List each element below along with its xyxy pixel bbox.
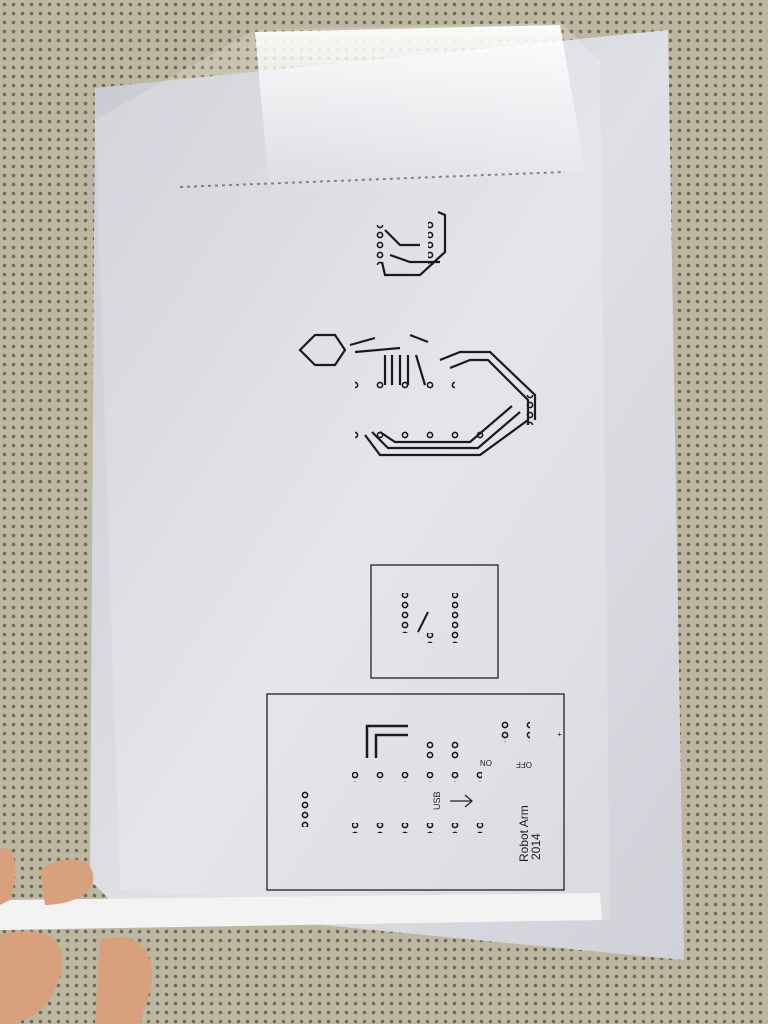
board-year: 2014 <box>529 833 543 860</box>
glare <box>255 25 585 195</box>
pcb-trace-large <box>298 333 545 457</box>
usb-label: USB <box>432 791 442 810</box>
pcb-board-sensor <box>370 564 499 679</box>
pcb-board-main: USB ON OFF + Robot Arm 2014 <box>266 693 565 891</box>
off-label: OFF <box>516 760 532 769</box>
hand <box>0 848 152 1024</box>
pcb-trace-small <box>375 210 447 277</box>
transparency-film <box>95 22 610 920</box>
on-label: ON <box>480 758 492 767</box>
plus-label: + <box>555 732 564 737</box>
board-title: Robot Arm <box>517 805 531 862</box>
paper-sheet <box>90 30 684 960</box>
white-strip <box>0 893 602 930</box>
header-print-line <box>179 171 566 188</box>
